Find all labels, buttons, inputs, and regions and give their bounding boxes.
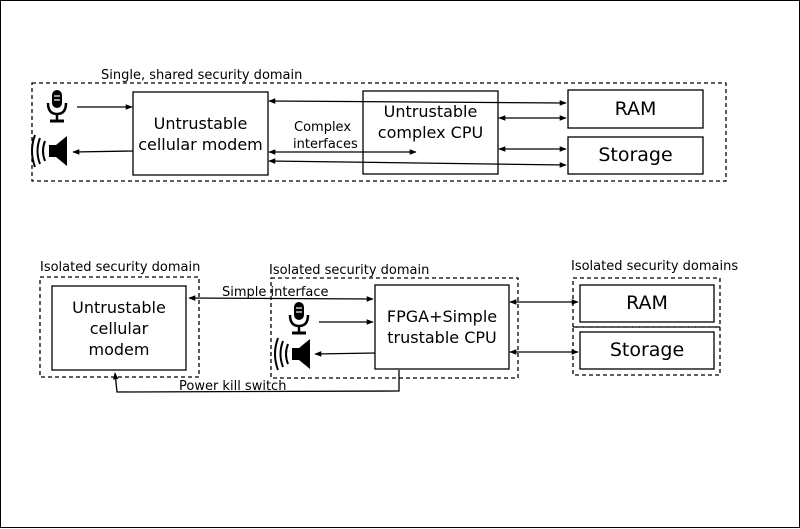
simple-interface-arrow xyxy=(188,295,374,302)
shared-domain-boundary xyxy=(31,82,727,182)
top-storage-label: Storage xyxy=(568,137,703,174)
bottom-storage-label: Storage xyxy=(580,332,714,369)
top-modem-label: Untrustable cellular modem xyxy=(133,92,268,175)
bottom-cpu-label: FPGA+Simple trustable CPU xyxy=(375,285,509,369)
memory-domains-label: Isolated security domains xyxy=(571,259,739,274)
modem-to-speaker-arrow xyxy=(72,149,134,155)
speaker-icon xyxy=(31,134,68,168)
bottom-ram-box xyxy=(579,284,715,323)
modem-cpu-link-1 xyxy=(268,98,567,106)
power-kill-switch-line xyxy=(112,370,400,393)
top-cpu-box xyxy=(362,90,499,175)
bottom-ram-text: RAM xyxy=(626,292,668,314)
cpu-domain-label: Isolated security domain xyxy=(269,263,430,278)
top-modem-box xyxy=(132,91,269,176)
bottom-modem-text: Untrustable cellular modem xyxy=(72,297,166,359)
top-ram-text: RAM xyxy=(614,97,657,120)
bottom-modem-box xyxy=(51,285,187,371)
cpu-to-bottom-speaker-arrow xyxy=(314,351,376,357)
bottom-cpu-box xyxy=(374,284,510,370)
bottom-cpu-text: FPGA+Simple trustable CPU xyxy=(386,307,498,347)
top-storage-text: Storage xyxy=(598,144,673,166)
power-kill-switch-label: Power kill switch xyxy=(179,379,287,394)
bottom-storage-text: Storage xyxy=(609,339,685,361)
modem-domain-boundary xyxy=(39,276,200,378)
microphone-icon xyxy=(288,300,310,335)
top-ram-label: RAM xyxy=(568,90,703,128)
complex-interfaces-label-2: interfaces xyxy=(293,137,358,152)
microphone-icon xyxy=(46,88,68,123)
bottom-storage-box xyxy=(579,331,715,370)
cpu-domain-boundary xyxy=(270,277,519,379)
simple-interface-label: Simple interface xyxy=(222,285,329,300)
complex-interfaces-label-1: Complex xyxy=(294,120,352,135)
bottom-ram-label: RAM xyxy=(580,285,714,322)
top-cpu-label: Untrustable complex CPU xyxy=(363,91,498,174)
bottom-modem-label: Untrustable cellular modem xyxy=(52,286,186,370)
top-ram-box xyxy=(567,89,704,129)
shared-domain-label: Single, shared security domain xyxy=(101,68,303,83)
top-modem-text: Untrustable cellular modem xyxy=(138,113,263,154)
modem-cpu-link-3 xyxy=(268,158,567,168)
top-cpu-text: Untrustable complex CPU xyxy=(377,101,484,142)
speaker-icon xyxy=(274,337,311,371)
modem-domain-label: Isolated security domain xyxy=(40,260,201,275)
top-storage-box xyxy=(567,136,704,175)
